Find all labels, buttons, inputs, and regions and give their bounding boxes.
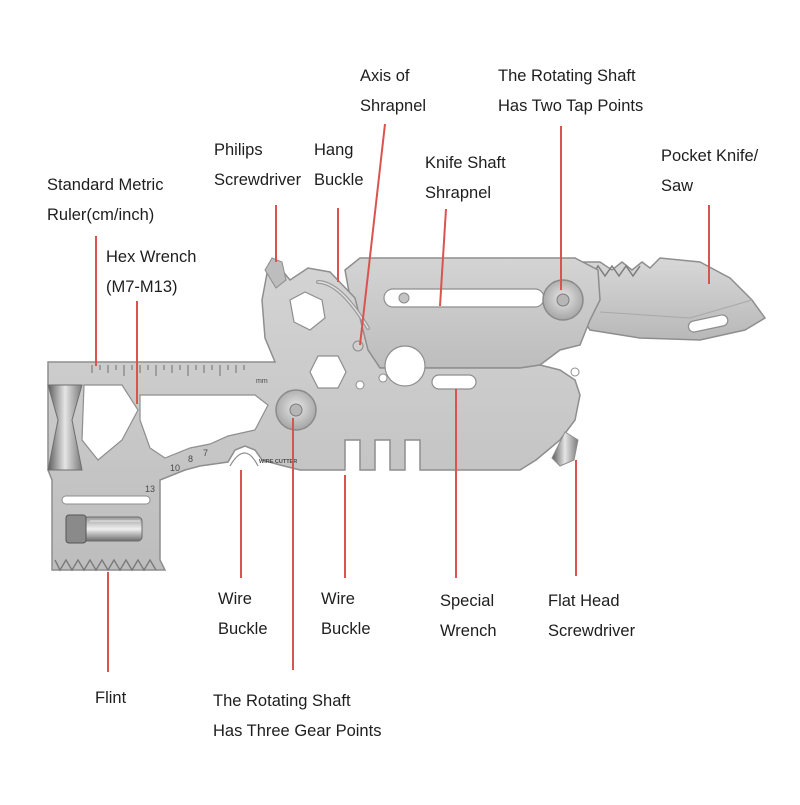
label-flint: Flint	[95, 683, 126, 713]
small-hole-3	[570, 367, 580, 377]
label-wire-buckle-1: Wire Buckle	[218, 584, 268, 644]
round-cutout	[384, 345, 426, 387]
label-flat-head: Flat Head Screwdriver	[548, 586, 635, 646]
label-wire1-line1: Wire	[218, 590, 252, 608]
label-wire2-line2: Buckle	[321, 620, 371, 638]
label-axis: Axis of Shrapnel	[360, 61, 426, 121]
label-axis-line1: Axis of	[360, 67, 410, 85]
special-wrench-slot	[431, 374, 477, 390]
label-tapshaft-line1: The Rotating Shaft	[498, 67, 636, 85]
flint-cap	[65, 514, 87, 544]
label-pocket-knife: Pocket Knife/ Saw	[661, 141, 758, 201]
label-hang-line1: Hang	[314, 141, 354, 159]
philips-tip	[264, 257, 287, 289]
label-ruler-line1: Standard Metric	[47, 176, 164, 194]
label-ruler: Standard Metric Ruler(cm/inch)	[47, 170, 163, 230]
small-hole-2	[355, 380, 365, 390]
hex-wrench-cutout	[139, 394, 269, 459]
wire-cutter-text: WIRE CUTTER	[259, 459, 297, 465]
label-flint-line1: Flint	[95, 689, 127, 707]
label-pocket-line1: Pocket Knife/	[661, 147, 759, 165]
hex-size-7: 7	[203, 448, 208, 458]
label-philips-line1: Philips	[214, 141, 263, 159]
label-pocket-line2: Saw	[661, 177, 694, 195]
pivot-tap-center	[556, 293, 570, 307]
label-ruler-line2: Ruler(cm/inch)	[47, 206, 155, 224]
label-wire-buckle-2: Wire Buckle	[321, 584, 371, 644]
leader-axis	[359, 123, 386, 346]
label-axis-line2: Shrapnel	[360, 97, 427, 115]
axis-rivet	[352, 340, 364, 352]
hex-cutout-large	[81, 384, 139, 461]
label-wire2-line1: Wire	[321, 590, 355, 608]
label-gearshaft-line1: The Rotating Shaft	[213, 692, 351, 710]
label-knife-shaft: Knife Shaft Shrapnel	[425, 148, 506, 208]
label-hang-line2: Buckle	[314, 171, 364, 189]
flathead-tip	[551, 431, 579, 467]
slot-pin	[398, 292, 410, 304]
label-tap-shaft: The Rotating Shaft Has Two Tap Points	[498, 61, 643, 121]
leader-knifeshaft	[439, 208, 447, 307]
small-hole-1	[378, 373, 388, 383]
label-hex-wrench: Hex Wrench (M7-M13)	[106, 242, 196, 302]
label-hang-buckle: Hang Buckle	[314, 135, 364, 195]
saw-edge	[54, 558, 157, 572]
wire-notch	[229, 452, 259, 467]
hex-size-8: 8	[188, 454, 193, 464]
blade-slot	[687, 314, 729, 333]
label-special-wrench: Special Wrench	[440, 586, 497, 646]
label-philips-line2: Screwdriver	[214, 171, 302, 189]
label-tapshaft-line2: Has Two Tap Points	[498, 97, 644, 115]
label-wire1-line2: Buckle	[218, 620, 268, 638]
hook-cutout	[289, 291, 326, 331]
label-gear-shaft: The Rotating Shaft Has Three Gear Points	[213, 686, 381, 746]
label-hex-line2: (M7-M13)	[106, 278, 178, 296]
ruler-unit-text: mm	[256, 378, 268, 385]
pivot-gear-center	[289, 403, 303, 417]
leader-lines	[95, 123, 710, 672]
label-hex-line1: Hex Wrench	[106, 248, 197, 266]
label-gearshaft-line2: Has Three Gear Points	[213, 722, 382, 740]
left-cone-fitting	[47, 384, 83, 471]
label-knifeshaft-line2: Shrapnel	[425, 184, 492, 202]
hex-size-10: 10	[170, 463, 180, 473]
handle-slot	[61, 495, 151, 505]
label-knifeshaft-line1: Knife Shaft	[425, 154, 506, 172]
label-flathead-line2: Screwdriver	[548, 622, 636, 640]
blade-bevel	[599, 299, 753, 319]
label-special-line2: Wrench	[440, 622, 497, 640]
label-special-line1: Special	[440, 592, 495, 610]
hex-size-13: 13	[145, 484, 155, 494]
hex-nut-cutout	[309, 355, 347, 389]
label-philips: Philips Screwdriver	[214, 135, 301, 195]
ruler-ticks	[91, 365, 245, 376]
label-flathead-line1: Flat Head	[548, 592, 620, 610]
